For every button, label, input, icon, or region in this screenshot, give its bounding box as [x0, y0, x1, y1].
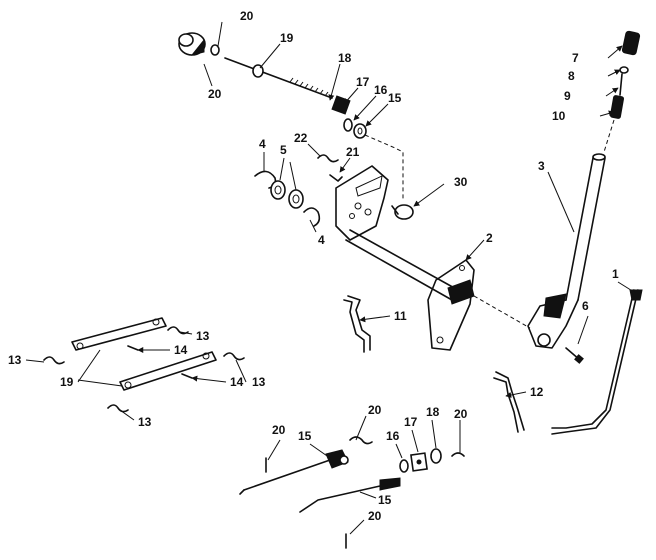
part-2-bracket	[335, 165, 531, 351]
callout-22: 22	[294, 131, 308, 145]
part-30-pin	[391, 204, 414, 220]
callout-15-a: 15	[298, 429, 312, 443]
part-13-pins	[43, 326, 245, 413]
part-19-lift-links	[71, 317, 217, 391]
callout-16: 16	[386, 429, 400, 443]
part-4-ring-lower	[303, 207, 321, 227]
callout-20-b: 20	[272, 423, 286, 437]
callout-3: 3	[538, 159, 545, 173]
callout-4-lower: 4	[318, 233, 325, 247]
part-26-threaded-rod	[224, 57, 333, 99]
callout-8: 8	[568, 69, 575, 83]
part-5-washers	[270, 180, 304, 209]
part-12-link	[493, 371, 525, 433]
part-14-pins	[127, 345, 193, 379]
callout-19: 19	[60, 375, 74, 389]
callout-20-d: 20	[368, 509, 382, 523]
part-23-nut	[353, 123, 367, 139]
callout-15-b: 15	[378, 493, 392, 507]
part-6-bolt	[565, 347, 584, 364]
part-7-grip	[621, 30, 641, 56]
callout-6: 6	[582, 299, 589, 313]
callout-21: 21	[346, 145, 360, 159]
part-21-pin	[329, 174, 343, 182]
callout-14-b: 14	[230, 375, 244, 389]
part-24-washer	[343, 118, 353, 132]
part-17-block	[410, 452, 428, 472]
callout-13-a: 13	[196, 329, 210, 343]
callout-28: 20	[240, 9, 254, 23]
part-10-spring	[609, 95, 625, 119]
part-16-washer	[399, 459, 409, 473]
part-15-rod-upper	[239, 459, 331, 495]
part-20-clips	[265, 436, 465, 549]
callout-20-c: 20	[454, 407, 468, 421]
callout-25: 17	[356, 75, 370, 89]
callout-13-b: 13	[8, 353, 22, 367]
callout-29: 20	[208, 87, 222, 101]
part-15-rod-lower	[299, 477, 401, 513]
part-22-clip	[317, 154, 339, 163]
part-3-lever	[527, 153, 606, 349]
callout-23: 15	[388, 91, 402, 105]
part-1-rod	[551, 289, 643, 435]
callout-18: 18	[426, 405, 440, 419]
part-15-clevis	[325, 449, 349, 469]
part-25-spring	[331, 95, 351, 115]
callout-labels: 20 19 20 18 17 16 15 22 21 4 5 4 30 2 7 …	[8, 9, 619, 523]
part-18-nut	[430, 448, 442, 464]
callout-13-d: 13	[138, 415, 152, 429]
callout-5: 5	[280, 143, 287, 157]
callout-7: 7	[572, 51, 579, 65]
callout-26: 18	[338, 51, 352, 65]
callout-11: 11	[394, 309, 407, 323]
callout-24: 16	[374, 83, 388, 97]
callout-13-c: 13	[252, 375, 266, 389]
callout-9: 9	[564, 89, 571, 103]
callout-17: 17	[404, 415, 418, 429]
leader-lines	[25, 21, 635, 535]
part-28-washer	[210, 44, 220, 56]
part-29-knob	[178, 32, 206, 56]
callout-14-a: 14	[174, 343, 188, 357]
callout-1: 1	[612, 267, 619, 281]
part-11-link	[343, 295, 371, 353]
callout-2: 2	[486, 231, 493, 245]
callout-20-a: 20	[368, 403, 382, 417]
callout-10: 10	[552, 109, 566, 123]
callout-12: 12	[530, 385, 544, 399]
callout-4-upper: 4	[259, 137, 266, 151]
part-9-rod	[619, 73, 623, 96]
part-8-washer	[619, 66, 629, 74]
callout-30: 30	[454, 175, 468, 189]
callout-27: 19	[280, 31, 294, 45]
